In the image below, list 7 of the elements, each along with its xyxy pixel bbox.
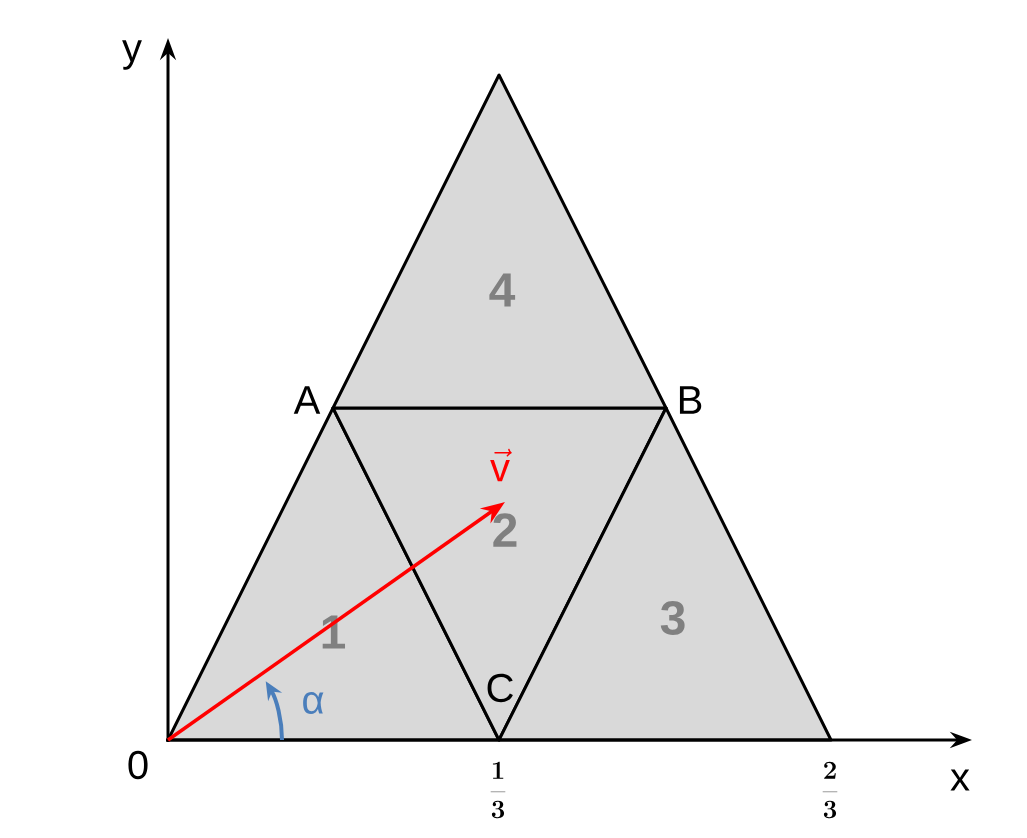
origin-label: 0 <box>128 750 148 780</box>
angle-label: α <box>303 692 324 714</box>
axis-label: x <box>950 769 970 791</box>
tick-label: $\frac{2}{3}$ <box>822 761 838 819</box>
triangle: 4 <box>331 73 668 410</box>
axis-label: y <box>122 40 142 70</box>
tick-label: $\frac{1}{3}$ <box>490 761 506 819</box>
